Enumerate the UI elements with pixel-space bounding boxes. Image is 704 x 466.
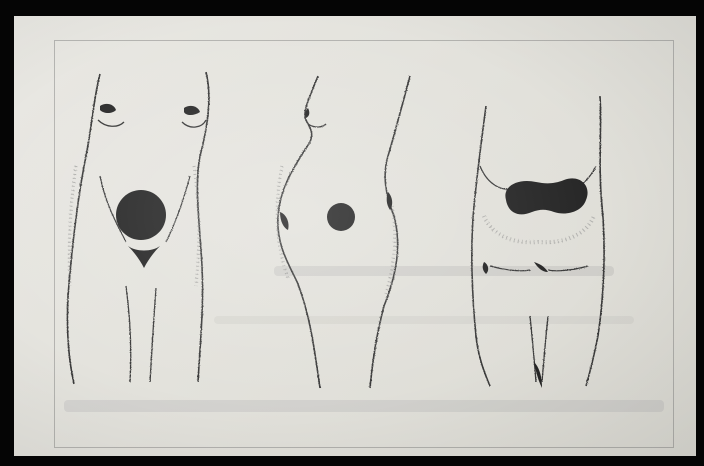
paper-page — [14, 16, 696, 456]
photo-vignette — [14, 16, 696, 456]
